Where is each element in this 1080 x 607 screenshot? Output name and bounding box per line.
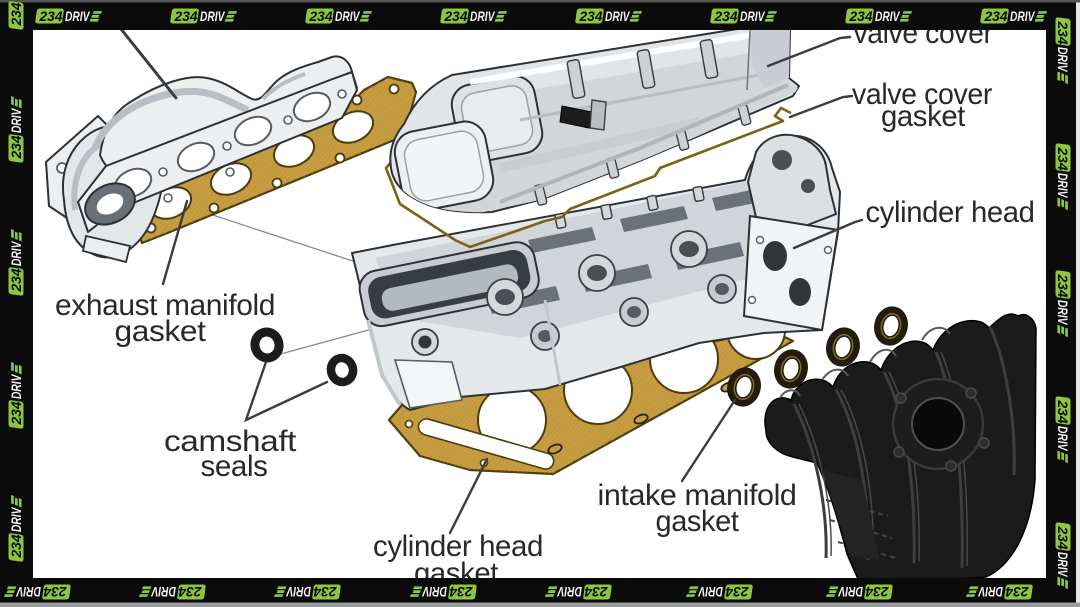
svg-text:valve cover: valve cover <box>852 78 992 111</box>
svg-text:camshaft: camshaft <box>164 425 297 458</box>
svg-text:gasket: gasket <box>115 315 207 348</box>
svg-text:intake manifold: intake manifold <box>598 479 797 512</box>
svg-text:seals: seals <box>201 450 268 483</box>
svg-text:gasket: gasket <box>881 100 966 133</box>
svg-text:gasket: gasket <box>656 505 740 538</box>
svg-text:exhaust manifold: exhaust manifold <box>55 289 275 322</box>
svg-text:cylinder head: cylinder head <box>866 196 1035 229</box>
svg-text:cylinder head: cylinder head <box>373 530 543 563</box>
